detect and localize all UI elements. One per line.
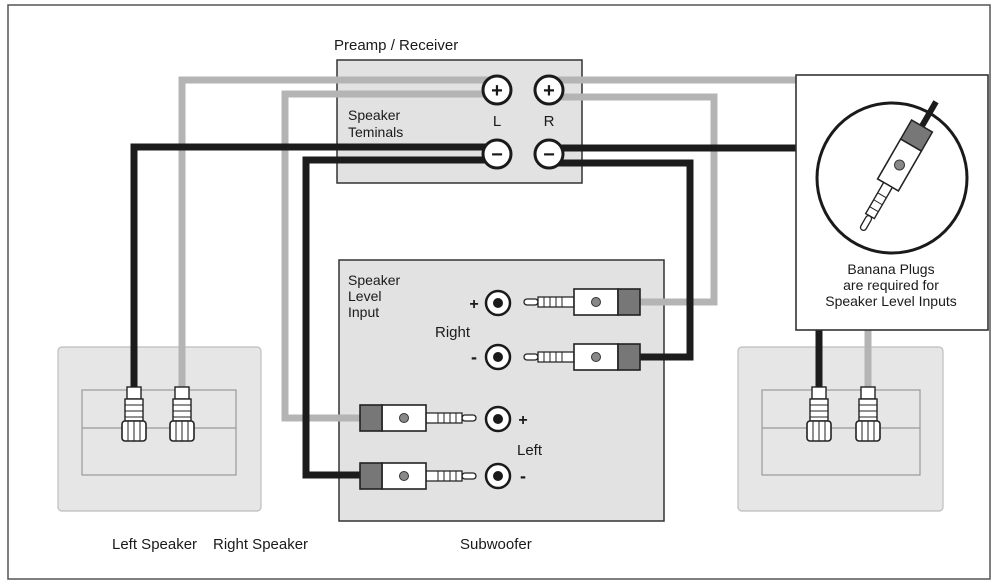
banana-plug-closeup bbox=[859, 100, 939, 232]
sub-left-plus-symbol: + bbox=[518, 412, 527, 429]
svg-text:+: + bbox=[543, 80, 555, 102]
sub-jack-left-plus bbox=[484, 405, 512, 433]
sub-input-label-3: Input bbox=[348, 304, 379, 320]
left-speaker bbox=[57, 346, 262, 512]
receiver-terminal-left-minus: − bbox=[481, 138, 513, 170]
sub-input-label-2: Level bbox=[348, 288, 381, 304]
sub-right-minus-symbol: - bbox=[471, 347, 477, 367]
black-wire-left-speaker bbox=[130, 143, 497, 387]
right-speaker bbox=[737, 346, 944, 512]
svg-text:−: − bbox=[543, 144, 555, 166]
svg-text:+: + bbox=[491, 80, 503, 102]
sub-left-label: Left bbox=[517, 442, 543, 459]
sub-right-plus-symbol: + bbox=[469, 296, 478, 313]
right-speaker-label: Right Speaker bbox=[213, 536, 308, 553]
sub-jack-right-minus bbox=[484, 343, 512, 371]
receiver-title: Preamp / Receiver bbox=[334, 37, 458, 54]
sub-right-label: Right bbox=[435, 324, 471, 341]
sub-jack-right-plus bbox=[484, 289, 512, 317]
gray-wire-left-speaker bbox=[178, 76, 497, 387]
callout-line-1: Banana Plugs bbox=[847, 261, 934, 277]
receiver-terminals-label-2: Teminals bbox=[348, 124, 403, 140]
callout-line-3: Speaker Level Inputs bbox=[825, 293, 957, 309]
receiver-terminal-left-plus: + bbox=[481, 74, 513, 106]
subwoofer-title: Subwoofer bbox=[460, 536, 532, 553]
sub-input-label: Speaker bbox=[348, 272, 400, 288]
receiver-right-channel-label: R bbox=[544, 113, 555, 130]
black-wire-sub-right-minus bbox=[551, 159, 694, 361]
sub-left-minus-symbol: - bbox=[520, 466, 526, 486]
black-wire-sub-left-minus bbox=[302, 156, 497, 479]
gray-wire-sub-right-plus bbox=[551, 93, 718, 306]
banana-plug-callout: Banana Plugs are required for Speaker Le… bbox=[795, 74, 989, 331]
receiver-left-channel-label: L bbox=[493, 113, 501, 130]
receiver-terminals-label: Speaker bbox=[348, 107, 400, 123]
callout-line-2: are required for bbox=[843, 277, 939, 293]
receiver-terminal-right-minus: − bbox=[533, 138, 565, 170]
svg-text:−: − bbox=[491, 144, 503, 166]
left-speaker-label: Left Speaker bbox=[112, 536, 197, 553]
sub-jack-left-minus bbox=[484, 462, 512, 490]
receiver-terminal-right-plus: + bbox=[533, 74, 565, 106]
gray-wire-sub-left-plus bbox=[281, 90, 497, 422]
